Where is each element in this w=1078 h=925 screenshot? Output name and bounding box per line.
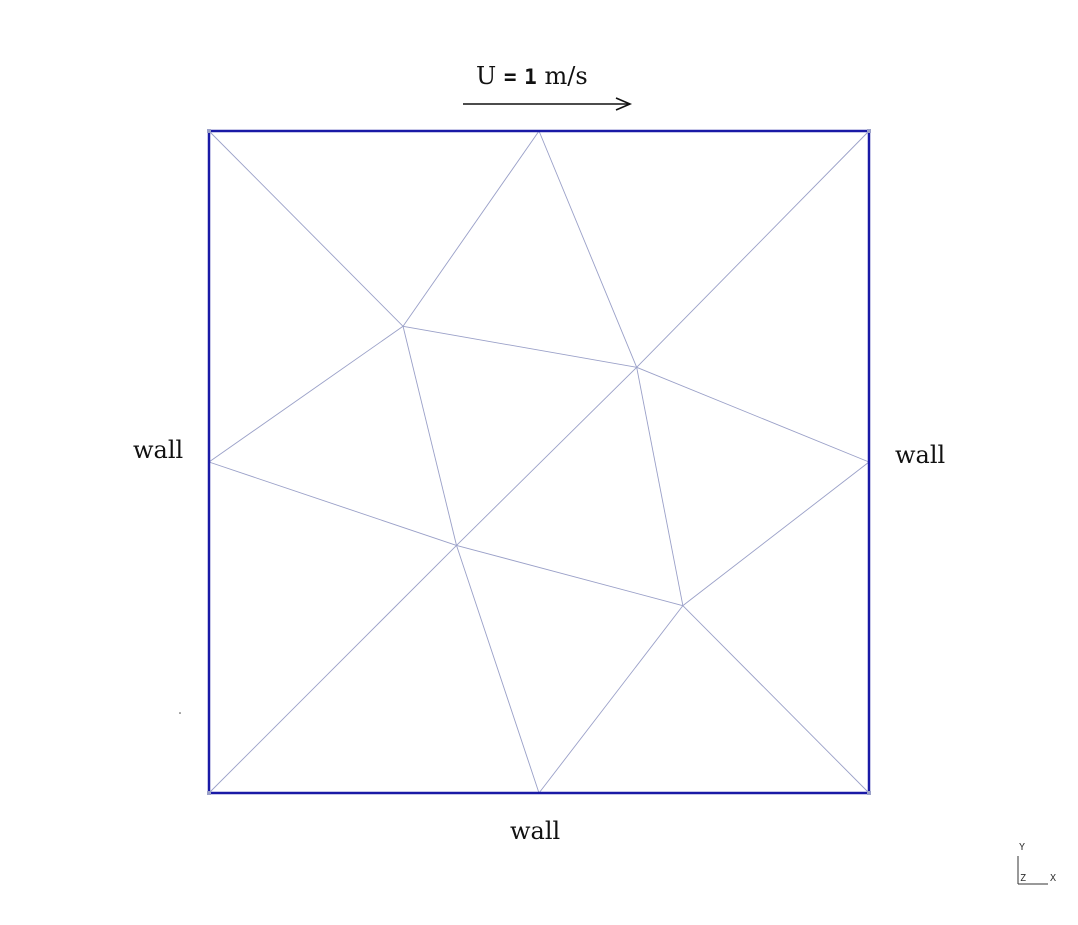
mesh-edge	[636, 366, 870, 463]
left-wall-label: wall	[133, 436, 184, 464]
mesh-edges	[208, 130, 870, 794]
mesh-edge	[402, 130, 540, 327]
velocity-equals: =	[503, 65, 517, 89]
corner-node	[867, 791, 871, 795]
mesh-edge	[208, 325, 404, 463]
velocity-arrow-head	[615, 97, 633, 111]
mesh-edge	[636, 367, 684, 606]
velocity-value: 1	[524, 65, 537, 89]
mesh-edge	[456, 544, 683, 607]
mesh-edge	[208, 545, 457, 794]
mesh-edge	[538, 605, 684, 794]
mesh-edge	[208, 130, 404, 327]
velocity-symbol: U	[476, 62, 497, 90]
axis-triad-z-label: Z	[1020, 873, 1026, 884]
mesh-edge	[636, 130, 870, 368]
mesh-edge	[402, 325, 637, 368]
inlet-velocity-label: U = 1 m/s	[476, 64, 588, 88]
corner-node	[867, 129, 871, 133]
mesh-edge	[456, 545, 540, 794]
axis-triad-x-label: X	[1050, 873, 1056, 884]
mesh-edge	[208, 461, 457, 546]
velocity-arrow	[463, 97, 633, 111]
mesh-edge	[456, 367, 637, 546]
domain-boundary	[207, 129, 871, 795]
right-wall-label: wall	[895, 441, 946, 469]
axis-triad-y-label: Y	[1019, 842, 1025, 853]
velocity-unit: m/s	[544, 62, 588, 90]
mesh-edge	[402, 326, 457, 546]
corner-nodes	[207, 129, 871, 795]
mesh-edge	[538, 130, 638, 368]
stray-dot	[179, 712, 181, 714]
corner-node	[207, 791, 211, 795]
axis-triad: Y Z X	[1017, 842, 1056, 885]
corner-node	[207, 129, 211, 133]
bottom-wall-label: wall	[510, 817, 561, 845]
mesh-edge	[682, 605, 870, 794]
mesh-edge	[682, 461, 870, 607]
